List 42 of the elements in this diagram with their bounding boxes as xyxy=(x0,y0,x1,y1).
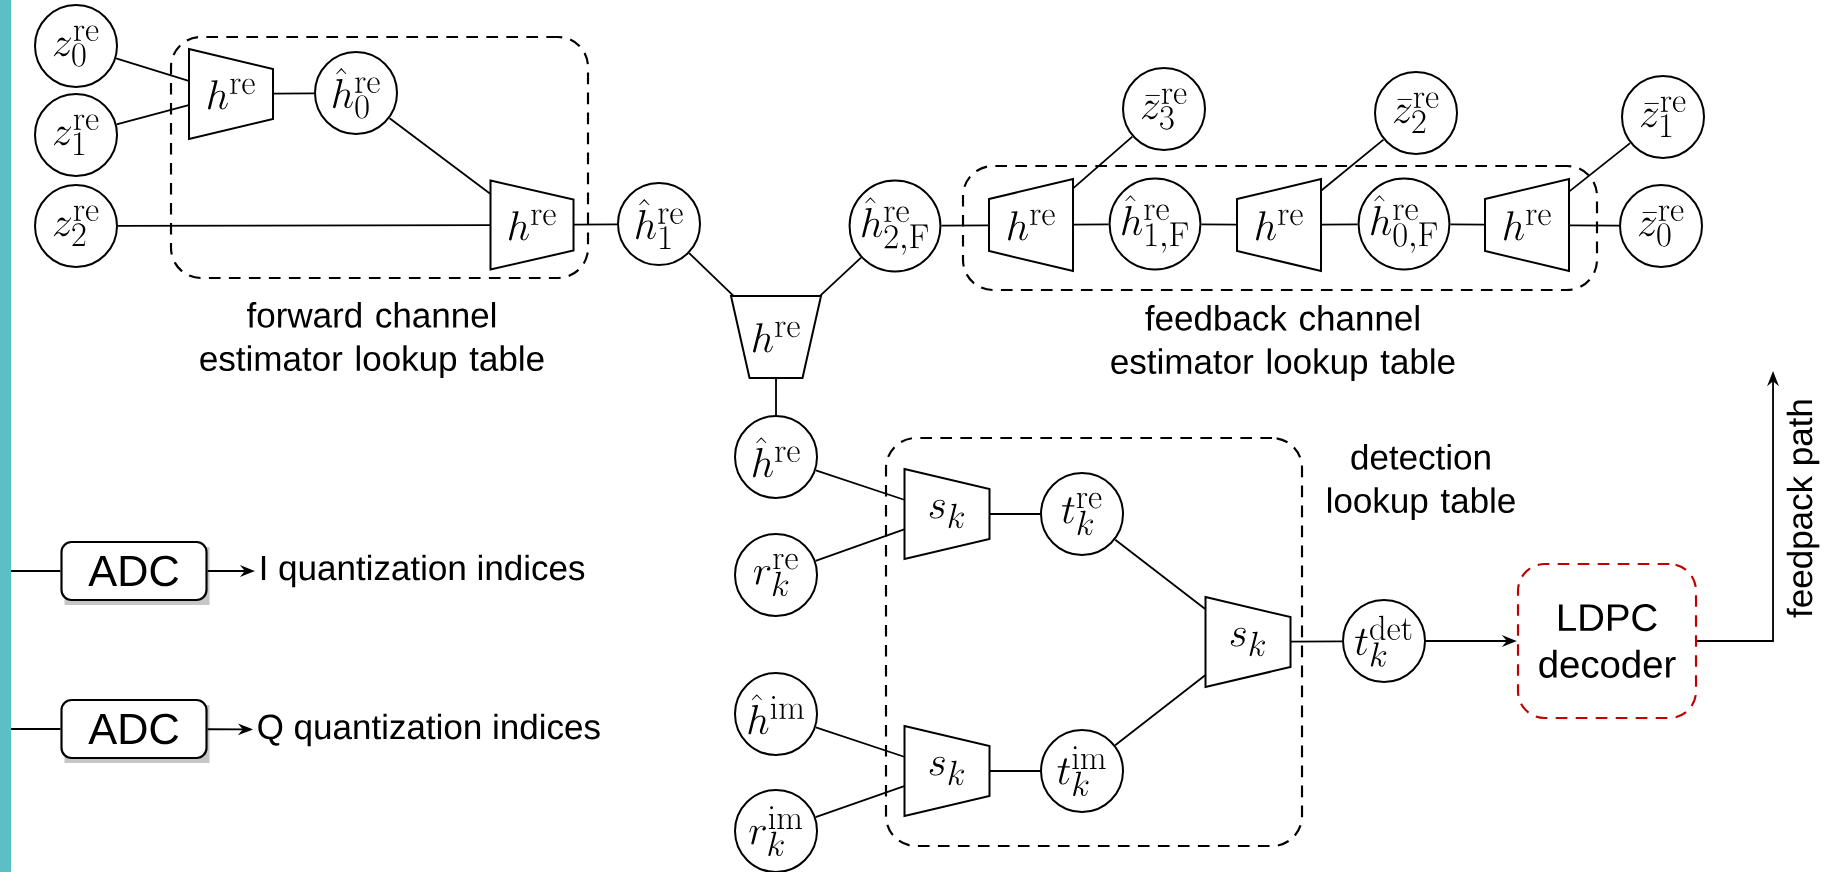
connector xyxy=(814,785,906,818)
connector xyxy=(388,117,492,195)
connector xyxy=(819,256,862,297)
connector xyxy=(988,513,1041,515)
connector xyxy=(1072,223,1110,226)
connector xyxy=(572,223,618,226)
connector xyxy=(1200,223,1238,226)
node-label: forward channel estimator lookup table xyxy=(200,302,544,378)
output-label: I quantization indices xyxy=(261,554,585,588)
connector xyxy=(814,469,906,501)
connector xyxy=(1114,674,1207,747)
connector xyxy=(814,726,906,758)
connector xyxy=(988,770,1041,772)
connector xyxy=(1449,223,1486,226)
edge-label: feedpack path xyxy=(1786,400,1820,618)
connector xyxy=(1114,538,1207,610)
trapezoid-block: $h^{\mathrm{re}}$ xyxy=(489,179,575,271)
converter-box: ADC xyxy=(60,698,210,763)
connector xyxy=(1289,640,1343,643)
trapezoid-block: $h^{\mathrm{re}}$ xyxy=(1236,177,1322,273)
connector xyxy=(1568,142,1632,193)
connector xyxy=(115,104,190,126)
connector xyxy=(272,92,315,95)
node-label: detection lookup table xyxy=(1328,444,1515,520)
connector xyxy=(688,252,735,297)
decoder-box: LDPC decoder xyxy=(1516,562,1698,720)
trapezoid-block: $h^{\mathrm{re}}$ xyxy=(1484,177,1570,273)
connector xyxy=(1072,135,1134,190)
connector xyxy=(1320,223,1359,226)
connector xyxy=(1320,138,1385,192)
connector xyxy=(10,570,62,572)
connector xyxy=(814,528,906,562)
node-label: feedback channel estimator lookup table xyxy=(1111,305,1455,381)
connector xyxy=(10,728,62,730)
converter-box: ADC xyxy=(60,540,210,605)
output-label: Q quantization indices xyxy=(258,713,600,747)
trapezoid-block: $h^{\mathrm{re}}$ xyxy=(988,177,1074,273)
connector xyxy=(775,377,777,416)
connector xyxy=(940,224,990,227)
connector xyxy=(115,57,190,82)
connector xyxy=(1568,224,1620,227)
connector xyxy=(117,224,492,227)
